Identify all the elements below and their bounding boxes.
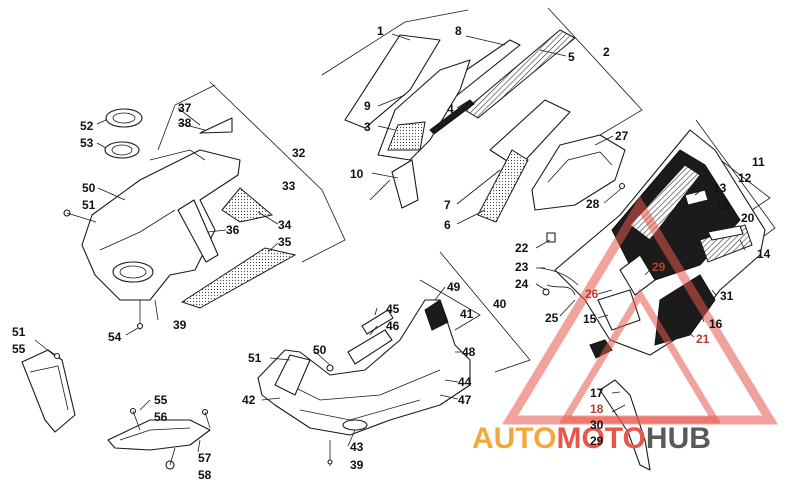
callout-56: 56 (154, 410, 168, 424)
callout-55-lower: 55 (154, 393, 168, 407)
callout-labels: 1 2 3 4 5 6 7 8 9 10 11 12 13 14 15 16 1… (12, 24, 771, 482)
callout-51-pan: 51 (248, 351, 262, 365)
autohub-watermark: AUTOMOTOHUB (472, 196, 778, 455)
callout-42: 42 (242, 393, 256, 407)
callout-7: 7 (444, 198, 451, 212)
watermark-moto: MOTO (556, 422, 645, 455)
callout-54: 54 (108, 330, 122, 344)
callout-13: 13 (713, 181, 727, 195)
callout-5: 5 (568, 50, 575, 64)
callout-9: 9 (364, 99, 371, 113)
callout-11: 11 (752, 155, 765, 169)
callout-50-left: 50 (82, 181, 96, 195)
callout-48: 48 (462, 345, 476, 359)
callout-30: 30 (590, 418, 604, 432)
callout-39-lower: 39 (350, 458, 364, 472)
callout-32: 32 (292, 146, 306, 160)
belly-pan-assembly (257, 251, 531, 466)
callout-53: 53 (80, 136, 94, 150)
callout-24: 24 (515, 277, 529, 291)
gasket-ring-lower (104, 141, 140, 159)
callout-34: 34 (278, 218, 292, 232)
svg-text:AUTOMOTOHUB: AUTOMOTOHUB (472, 422, 711, 455)
callout-6: 6 (444, 218, 451, 232)
gasket-ring-upper (105, 108, 143, 128)
callout-18: 18 (590, 402, 604, 416)
callout-41: 41 (460, 307, 474, 321)
watermark-triangle-inner (558, 288, 722, 424)
callout-38: 38 (178, 116, 192, 130)
callout-47: 47 (458, 393, 472, 407)
callout-10: 10 (350, 167, 364, 181)
callout-8: 8 (455, 24, 462, 38)
callout-29-nose: 29 (652, 260, 666, 274)
callout-40: 40 (493, 297, 507, 311)
callout-51-left: 51 (82, 198, 96, 212)
callout-2: 2 (603, 45, 610, 59)
callout-35: 35 (278, 235, 292, 249)
callout-33: 33 (282, 179, 296, 193)
callout-15: 15 (583, 312, 597, 326)
callout-52: 52 (80, 119, 94, 133)
callout-51-trim: 51 (12, 325, 26, 339)
callout-57: 57 (198, 451, 212, 465)
callout-28: 28 (586, 197, 600, 211)
callout-55-trim: 55 (12, 342, 26, 356)
watermark-hub: HUB (646, 422, 711, 455)
callout-21: 21 (696, 332, 710, 346)
callout-16: 16 (709, 317, 723, 331)
callout-3: 3 (364, 120, 371, 134)
left-side-panel-assembly (63, 81, 346, 336)
callout-14: 14 (757, 247, 771, 261)
callout-58: 58 (198, 468, 212, 482)
callout-23: 23 (515, 260, 529, 274)
callout-27: 27 (615, 129, 629, 143)
callout-37: 37 (178, 101, 192, 115)
callout-29-bumper: 29 (590, 434, 604, 448)
callout-20: 20 (741, 211, 755, 225)
callout-39-upper: 39 (173, 318, 187, 332)
callout-19: 19 (716, 199, 730, 213)
callout-46: 46 (386, 319, 400, 333)
callout-25: 25 (545, 311, 559, 325)
lower-left-trims (21, 339, 211, 470)
callout-50-pan: 50 (313, 343, 327, 357)
callout-43: 43 (350, 440, 364, 454)
callout-22: 22 (515, 241, 529, 255)
callout-31: 31 (720, 289, 734, 303)
callout-26: 26 (585, 287, 599, 301)
callout-12: 12 (738, 171, 752, 185)
callout-45: 45 (386, 302, 400, 316)
upper-hood-assembly (321, 7, 643, 225)
callout-44: 44 (458, 375, 472, 389)
callout-36: 36 (226, 223, 240, 237)
callout-49: 49 (447, 280, 461, 294)
callout-17: 17 (590, 386, 604, 400)
watermark-auto: AUTO (472, 422, 556, 455)
callout-1: 1 (377, 24, 384, 38)
callout-4: 4 (447, 102, 454, 116)
